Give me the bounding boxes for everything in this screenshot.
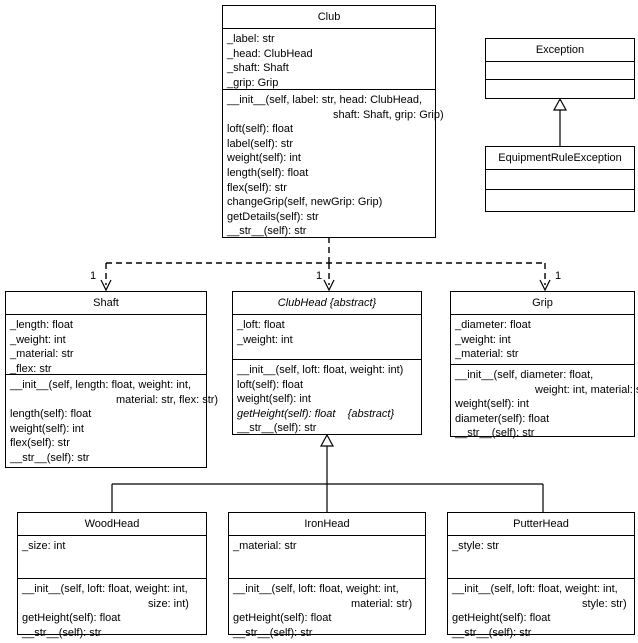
method: __init__(self, loft: float, weight: int, [233,583,399,595]
method: diameter(self): float [455,412,550,425]
attributes: _diameter: float _weight: int _material:… [451,315,634,365]
method: weight(self): int [10,422,84,435]
class-putterhead: PutterHead _style: str __init__(self, lo… [447,512,635,639]
method: getHeight(self): float [233,612,332,625]
attribute: _flex: str [10,362,52,375]
methods: __init__(self, diameter: float, weight: … [451,365,638,444]
attribute: _style: str [452,540,500,552]
method: getHeight(self): float [452,612,551,625]
method-continuation: material: str) [351,597,413,610]
class-name: Club [223,6,435,29]
attributes: _style: str [448,536,634,579]
attribute: _weight: int [237,333,293,346]
attribute: _length: float [10,319,73,331]
methods: __init__(self, loft: float, weight: int,… [18,579,206,643]
method: weight(self): int [227,152,301,165]
method: __str__(self): str [10,451,90,464]
methods: __init__(self, loft: float, weight: int,… [448,579,634,643]
method-continuation: material: str, flex: str) [116,393,219,406]
class-name: ClubHead {abstract} [233,292,421,315]
attributes: _size: int [18,536,206,579]
method: __str__(self): str [227,225,307,238]
attribute: _label: str [227,33,275,45]
method: changeGrip(self, newGrip: Grip) [227,196,383,209]
attribute: _weight: int [10,333,66,346]
abstract-method: getHeight(self): float {abstract} [237,407,395,420]
method: weight(self): int [237,393,311,406]
class-exception: Exception [485,38,635,99]
class-name: WoodHead [18,513,206,536]
method: loft(self): float [237,378,304,391]
method: __init__(self, diameter: float, [455,369,594,381]
method: getHeight(self): float [22,612,121,625]
method: __str__(self): str [233,626,313,639]
attributes: _label: str _head: ClubHead _shaft: Shaf… [223,29,435,90]
multiplicity-shaft: 1 [90,270,97,282]
attribute: _material: str [233,540,297,552]
class-name: Grip [451,292,634,315]
attributes: _material: str [229,536,425,579]
method: __init__(self, label: str, head: ClubHea… [227,94,423,106]
method: getDetails(self): str [227,210,319,223]
attribute: _weight: int [455,333,511,346]
class-name: Exception [486,39,634,62]
attribute: _grip: Grip [227,76,279,89]
clubhead-inheritance [111,433,544,512]
methods: __init__(self, loft: float, weight: int,… [229,579,425,643]
method: flex(self): str [10,437,70,450]
methods: __init__(self, loft: float, weight: int)… [233,360,421,439]
attributes [486,170,634,190]
class-name: IronHead [229,513,425,536]
exception-inheritance [552,97,568,146]
attribute: _head: ClubHead [227,47,313,60]
attribute: _material: str [455,348,519,361]
method-continuation: size: int) [148,597,189,610]
attribute: _material: str [10,348,74,361]
class-woodhead: WoodHead _size: int __init__(self, loft:… [17,512,207,639]
class-name: PutterHead [448,513,634,536]
attribute: _loft: float [237,319,285,331]
arrowheads [100,279,551,292]
method: loft(self): float [227,123,294,136]
methods [486,190,634,212]
method: flex(self): str [227,181,287,194]
method-continuation: shaft: Shaft, grip: Grip) [333,108,444,121]
method: length(self): float [10,408,92,421]
attributes: _loft: float _weight: int [233,315,421,360]
class-ironhead: IronHead _material: str __init__(self, l… [228,512,426,639]
method-continuation: style: str) [582,597,627,610]
method: label(self): str [227,137,294,150]
method: __str__(self): str [455,427,535,440]
class-grip: Grip _diameter: float _weight: int _mate… [450,291,638,439]
attribute: _shaft: Shaft [227,62,289,75]
method: weight(self): int [455,398,529,411]
multiplicity-clubhead: 1 [316,270,323,282]
class-clubhead: ClubHead {abstract} _loft: float _weight… [232,291,422,435]
class-club: Club _label: str _head: ClubHead _shaft:… [222,5,444,238]
method: __init__(self, loft: float, weight: int, [22,583,188,595]
method: __str__(self): str [452,626,532,639]
class-equipment-rule-exception: EquipmentRuleException [485,146,635,212]
methods [486,80,634,99]
club-dependency-lines [105,237,546,285]
class-name: Shaft [6,292,206,315]
class-name: EquipmentRuleException [486,147,634,170]
method: __init__(self, length: float, weight: in… [10,379,191,391]
attributes [486,62,634,80]
method: __init__(self, loft: float, weight: int) [237,364,404,376]
multiplicity-grip: 1 [555,270,562,282]
method-continuation: weight: int, material: str) [535,383,638,396]
attributes: _length: float _weight: int _material: s… [6,315,206,375]
class-shaft: Shaft _length: float _weight: int _mater… [5,291,219,469]
method: __str__(self): str [22,626,102,639]
attribute: _size: int [22,540,66,552]
methods: __init__(self, length: float, weight: in… [6,375,219,469]
attribute: _diameter: float [455,319,531,331]
method: length(self): float [227,166,309,179]
methods: __init__(self, label: str, head: ClubHea… [223,90,444,242]
method: __init__(self, loft: float, weight: int, [452,583,618,595]
method: __str__(self): str [237,422,317,435]
